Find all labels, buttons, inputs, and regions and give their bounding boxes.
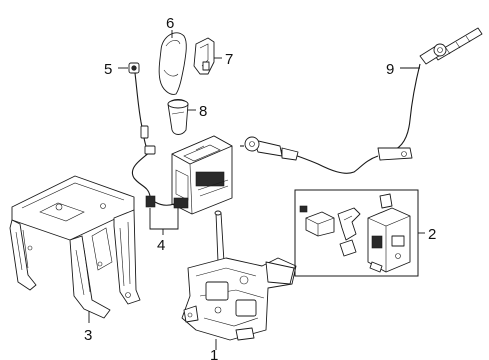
leader-lines [88,30,425,350]
callout-1: 1 [210,347,218,360]
callout-6: 6 [166,15,174,32]
callouts: 1 2 3 4 5 6 7 8 9 [84,15,436,360]
shift-cable-part [240,27,483,174]
sensor-part [128,62,149,147]
callout-5: 5 [104,61,112,78]
bracket-part [9,175,141,319]
callout-4: 4 [157,237,165,254]
callout-9: 9 [386,61,394,78]
wire-harness-part [132,145,175,208]
boot-part [167,99,189,135]
leader-4 [149,208,179,230]
knob-cover-part [193,37,215,75]
sub-assembly-part [294,189,419,277]
callout-8: 8 [199,103,207,120]
callout-7: 7 [225,51,233,68]
callout-3: 3 [84,327,92,344]
callout-2: 2 [428,226,436,243]
shifter-assembly-part [181,210,297,341]
lever-housing-part [171,135,233,215]
shift-knob-part [158,32,187,95]
